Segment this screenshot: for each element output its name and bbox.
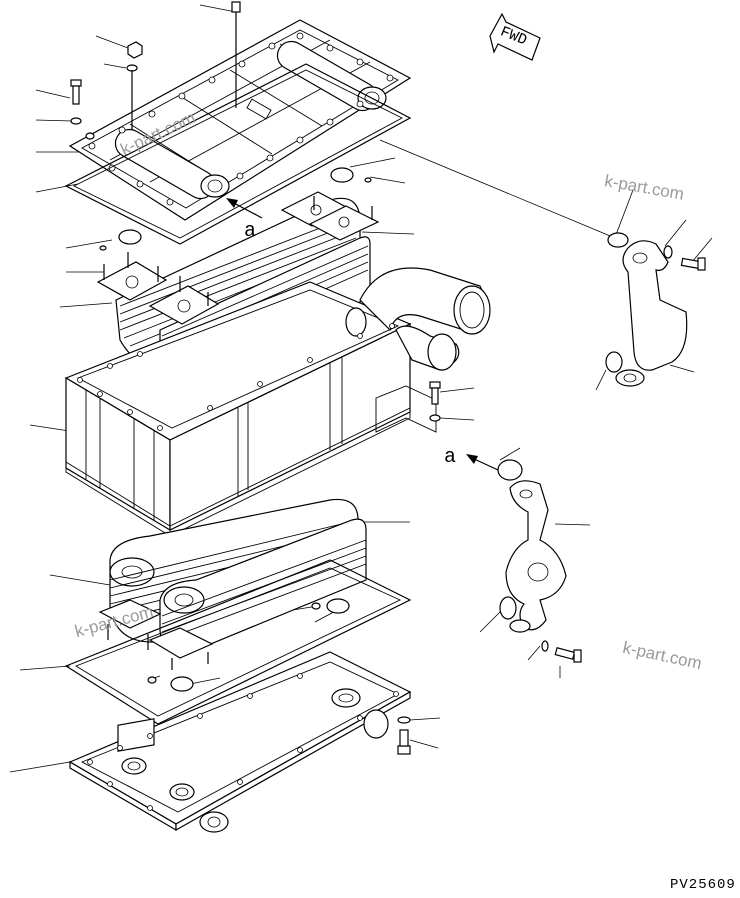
- view-label-a-lower: a: [444, 446, 457, 469]
- cover-rim-holes: [88, 32, 394, 206]
- top-cover-plate: [68, 19, 412, 221]
- cooler-case: [64, 267, 491, 537]
- upper-o-rings: [99, 167, 372, 251]
- bottom-cover-plate: [68, 651, 412, 833]
- lower-cooler-element: [98, 498, 367, 670]
- lower-water-pipe: [497, 459, 582, 663]
- upper-water-pipe: [605, 232, 706, 387]
- fwd-arrow-icon: [489, 12, 541, 61]
- lower-gasket: [64, 559, 412, 725]
- top-gasket: [64, 63, 412, 245]
- top-fasteners: [70, 1, 241, 140]
- view-arrows: [226, 198, 499, 471]
- side-fasteners: [429, 381, 441, 422]
- view-label-a-upper: a: [244, 220, 257, 243]
- drawing-number: PV25609: [670, 877, 736, 893]
